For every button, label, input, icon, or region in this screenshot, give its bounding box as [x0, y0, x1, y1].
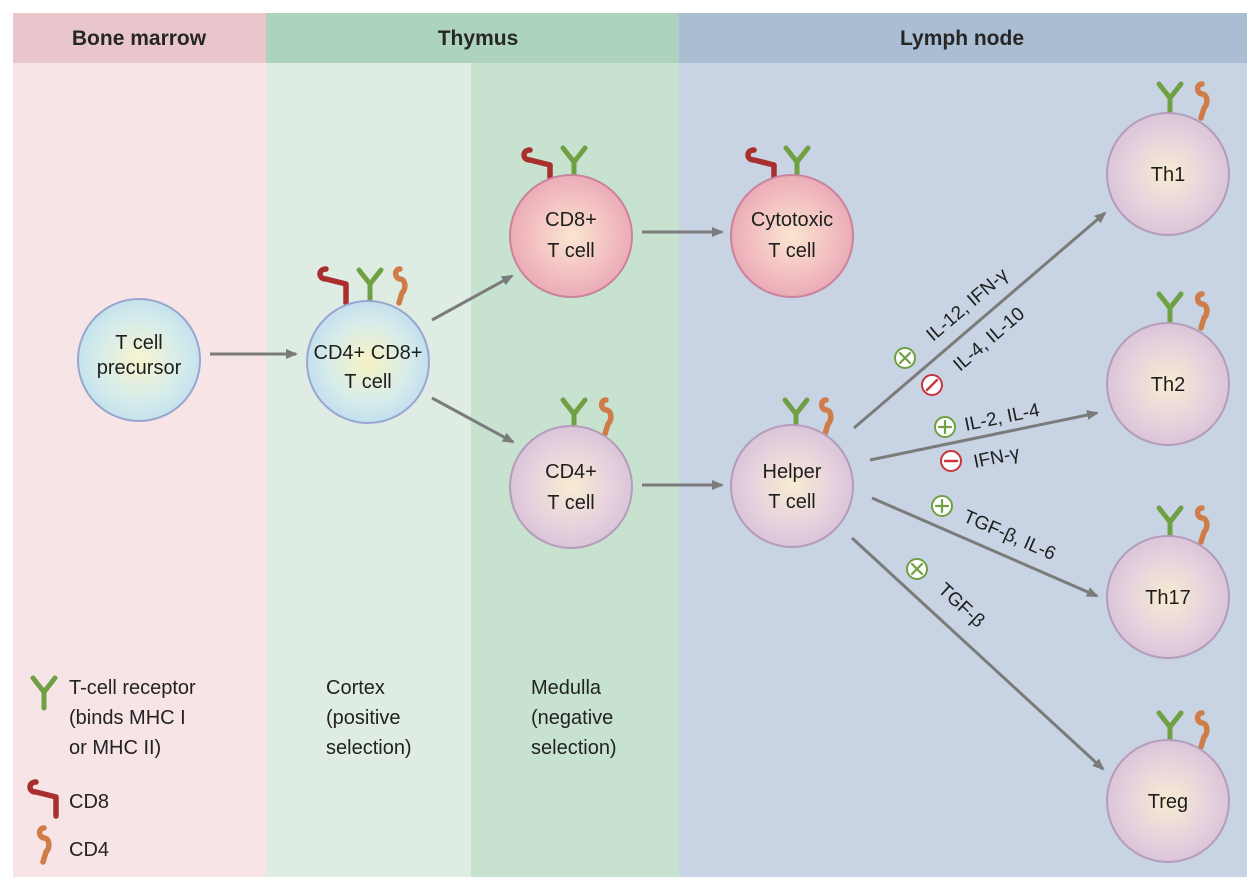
bone-marrow-header	[13, 13, 266, 63]
cell-precursor-line1: T cell	[115, 332, 162, 354]
medulla-label: Medulla (negative selection)	[531, 677, 617, 759]
arrow-dp-to-cd4	[431, 396, 515, 444]
legend-tcr-line3: or MHC II)	[69, 737, 161, 759]
cell-th1: Th1	[1106, 84, 1230, 236]
legend-cd8-label: CD8	[69, 791, 109, 813]
legend-tcr-line1: T-cell receptor	[69, 677, 196, 699]
arrow-dp-to-cd8	[431, 274, 514, 322]
cell-cytotoxic-line2: T cell	[768, 240, 815, 262]
cortex-line3: selection)	[326, 737, 412, 759]
cell-cd4-line1: CD4+	[545, 461, 597, 483]
medulla-line2: (negative	[531, 707, 613, 729]
legend-cd4-label: CD4	[69, 839, 109, 861]
cell-precursor-line2: precursor	[97, 357, 182, 379]
legend: T-cell receptor (binds MHC I or MHC II) …	[30, 677, 196, 862]
promote-icon	[894, 347, 916, 369]
cell-double-positive: CD4+ CD8+ T cell	[306, 269, 430, 424]
promote-icon	[934, 416, 956, 438]
cell-cd8: CD8+ T cell	[509, 148, 633, 298]
inhibit-icon	[940, 450, 962, 472]
cell-cd8-line2: T cell	[547, 240, 594, 262]
cortex-line1: Cortex	[326, 677, 385, 699]
cortex-label: Cortex (positive selection)	[326, 677, 412, 759]
cell-cd8-line1: CD8+	[545, 209, 597, 231]
cell-helper-line1: Helper	[763, 461, 822, 483]
cell-cytotoxic-line1: Cytotoxic	[751, 209, 833, 231]
promote-icon	[931, 495, 953, 517]
cell-th2-label: Th2	[1151, 374, 1185, 396]
bone-marrow-zone	[13, 13, 266, 877]
cell-treg: Treg	[1106, 713, 1230, 863]
medulla-line1: Medulla	[531, 677, 602, 699]
arrow-helper-to-th1	[853, 211, 1107, 430]
cell-th17-label: Th17	[1145, 587, 1191, 609]
lymph-node-header	[679, 13, 1247, 63]
cell-helper-line2: T cell	[768, 491, 815, 513]
medulla-line3: selection)	[531, 737, 617, 759]
cell-dp-line2: T cell	[344, 371, 391, 393]
cell-treg-label: Treg	[1148, 791, 1188, 813]
arrow-helper-to-treg	[850, 536, 1105, 771]
arrow-helper-to-th2	[869, 410, 1099, 462]
lymph-node-title: Lymph node	[900, 27, 1024, 50]
arrows	[210, 211, 1107, 771]
cell-th1-label: Th1	[1151, 164, 1185, 186]
cell-th17: Th17	[1106, 508, 1230, 659]
inhibit-icon	[921, 374, 943, 396]
cell-precursor: T cell precursor	[77, 298, 201, 422]
cortex-zone	[266, 13, 471, 877]
thymus-header	[266, 13, 679, 63]
cell-cd4: CD4+ T cell	[509, 400, 633, 549]
bone-marrow-title: Bone marrow	[72, 27, 207, 50]
cell-cd4-line2: T cell	[547, 492, 594, 514]
arrow-helper-to-th17	[871, 496, 1099, 598]
cortex-line2: (positive	[326, 707, 400, 729]
thymus-title: Thymus	[438, 27, 519, 50]
cell-dp-line1: CD4+ CD8+	[314, 342, 423, 364]
cell-helper: Helper T cell	[730, 400, 854, 548]
cell-th2: Th2	[1106, 294, 1230, 446]
legend-tcr-line2: (binds MHC I	[69, 707, 186, 729]
promote-icon	[906, 558, 928, 580]
cell-cytotoxic: Cytotoxic T cell	[730, 148, 854, 298]
